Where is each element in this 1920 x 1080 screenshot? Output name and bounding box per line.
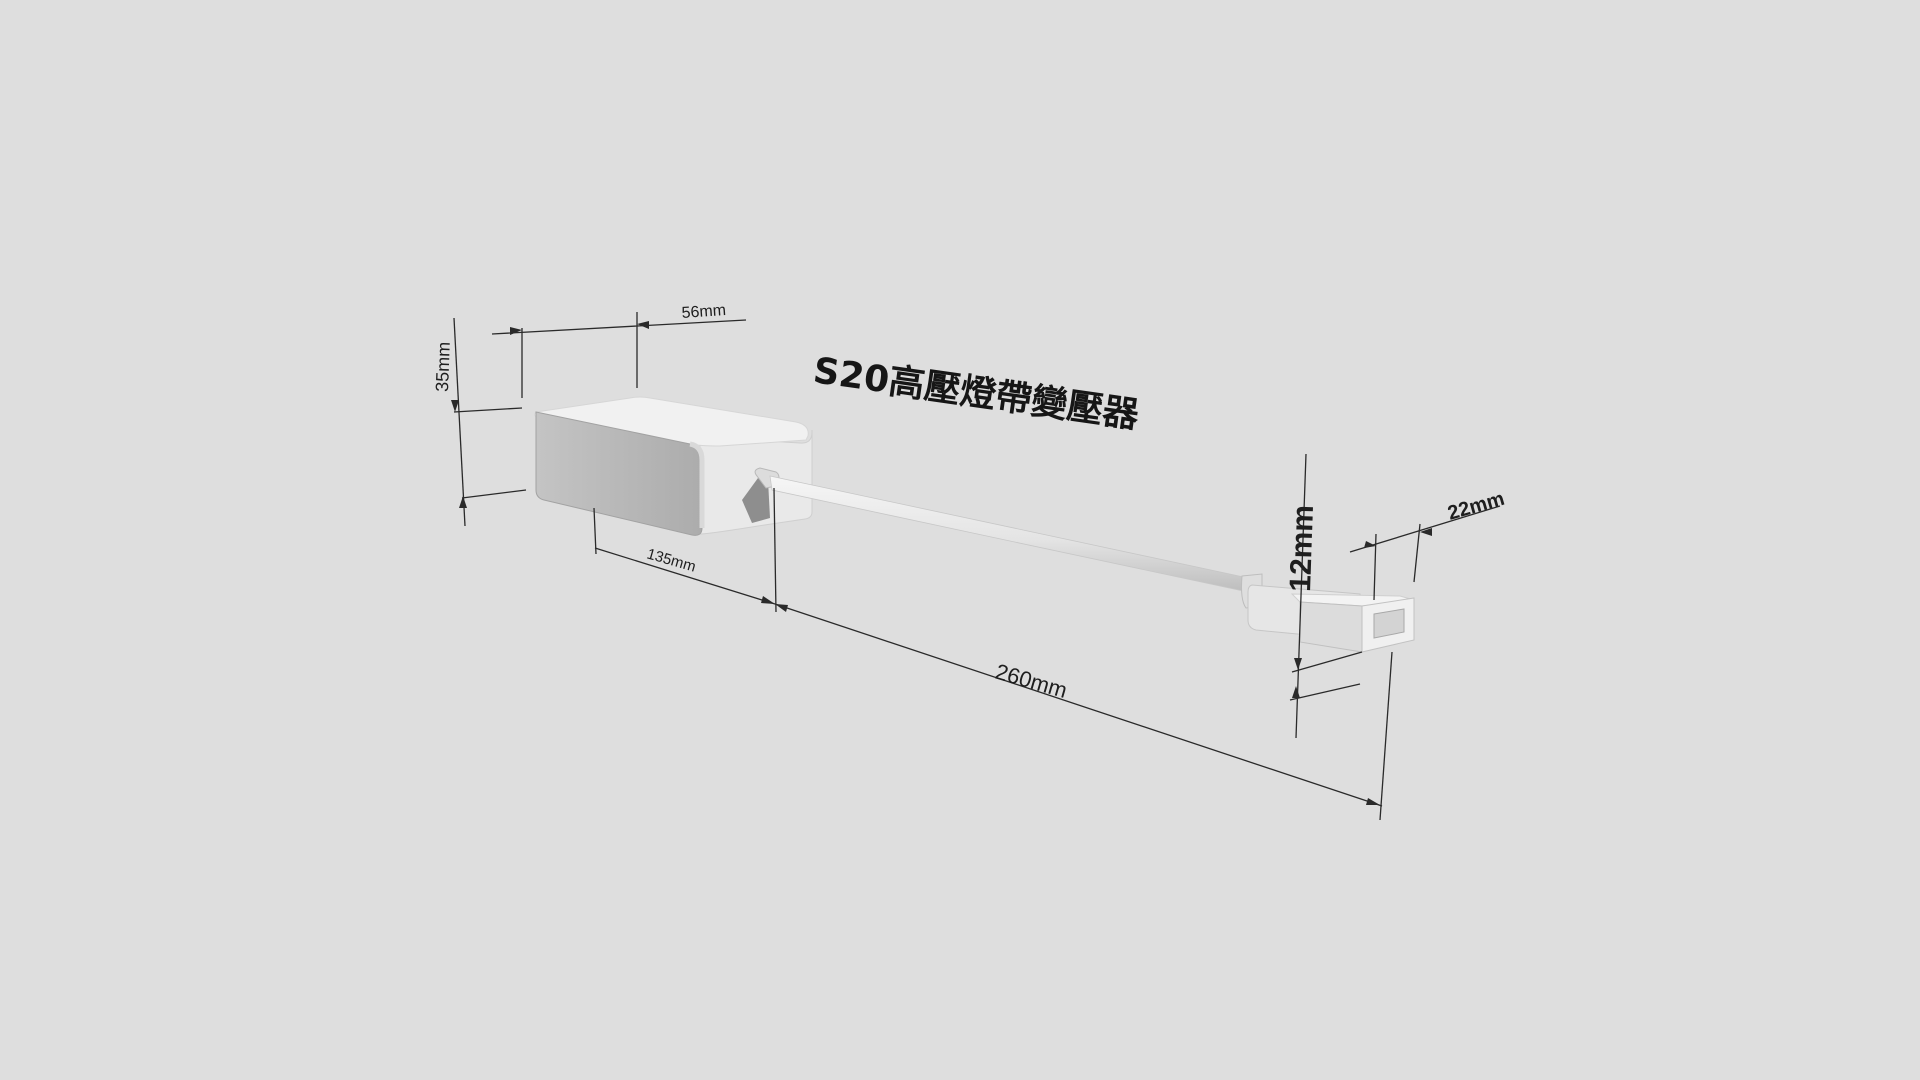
plug [1241, 573, 1415, 653]
label-plug-width: 22mm [1445, 488, 1507, 525]
diagram-title: S20高壓燈帶變壓器 [811, 350, 1143, 436]
label-box-depth: 56mm [681, 302, 727, 322]
cable-body [769, 475, 1249, 593]
label-cable-length: 260mm [993, 659, 1070, 703]
dimension-lines [451, 312, 1501, 821]
transformer-body [534, 396, 813, 536]
label-box-height: 35mm [432, 341, 454, 392]
cable [769, 475, 1249, 593]
label-plug-height: 12mm [1284, 504, 1320, 592]
plug-socket-opening [1373, 608, 1405, 639]
plug-head-side [1299, 601, 1363, 653]
body-edge-highlight [689, 441, 705, 528]
cable-strain-relief [742, 478, 770, 523]
